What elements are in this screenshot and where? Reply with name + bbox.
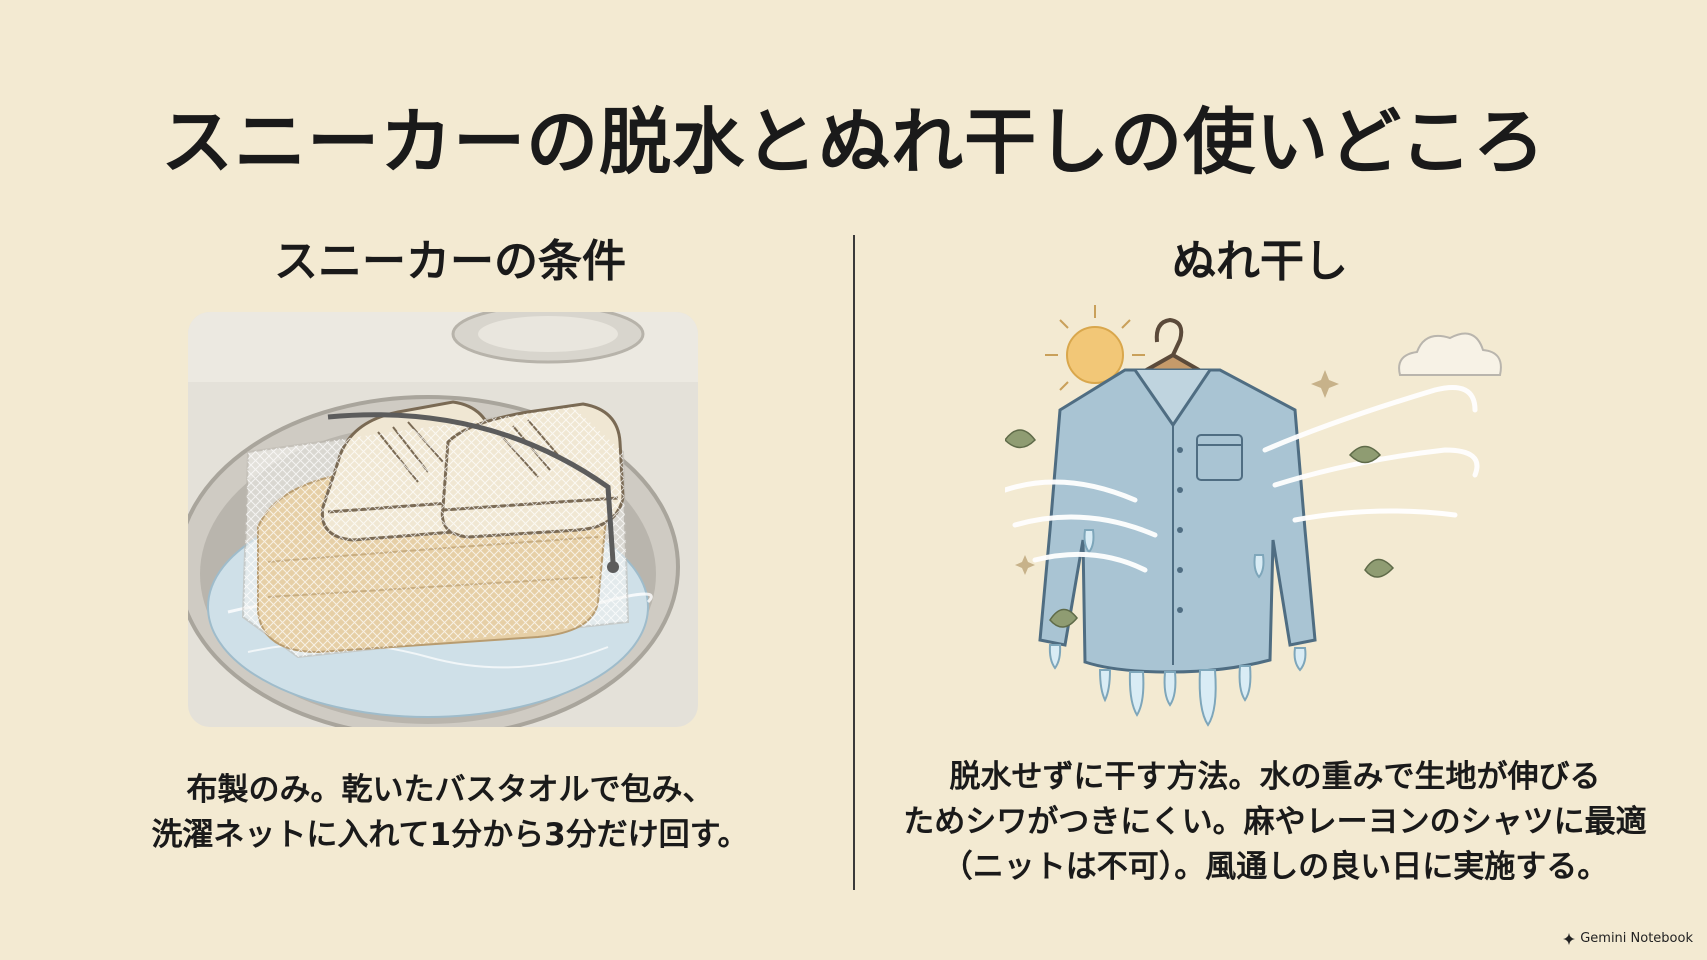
gemini-star-icon: [1563, 932, 1576, 945]
left-description-line: 布製のみ。乾いたバスタオルで包み、: [186, 772, 714, 808]
brand-label: Gemini Notebook: [1580, 931, 1693, 946]
wind-icon: [1002, 385, 1480, 573]
sparkle-icon: [1015, 370, 1339, 575]
cloud-icon: [1398, 332, 1502, 376]
left-description: 布製のみ。乾いたバスタオルで包み、 洗濯ネットに入れて1分から3分だけ回す。: [90, 768, 810, 858]
water-drop-icon: [1048, 529, 1307, 727]
leaf-icon: [1004, 429, 1395, 628]
right-description-line: ためシワがつきにくい。麻やレーヨンのシャツに最適: [903, 804, 1647, 840]
right-description: 脱水せずに干す方法。水の重みで生地が伸びる ためシワがつきにくい。麻やレーヨンの…: [870, 755, 1680, 890]
brand-watermark: Gemini Notebook: [1563, 931, 1693, 946]
right-description-line: （ニットは不可）。風通しの良い日に実施する。: [941, 849, 1609, 885]
column-divider: [853, 235, 855, 890]
wet-shirt-icon: [1038, 368, 1317, 674]
right-heading: ぬれ干し: [1172, 236, 1348, 287]
wet-shirt-illustration: [1002, 300, 1585, 740]
right-description-line: 脱水せずに干す方法。水の重みで生地が伸びる: [949, 759, 1601, 795]
page-title: スニーカーの脱水とぬれ干しの使いどころ: [161, 100, 1546, 184]
washing-machine-illustration: [188, 312, 698, 727]
left-description-line: 洗濯ネットに入れて1分から3分だけ回す。: [151, 817, 749, 853]
left-heading: スニーカーの条件: [274, 236, 626, 287]
